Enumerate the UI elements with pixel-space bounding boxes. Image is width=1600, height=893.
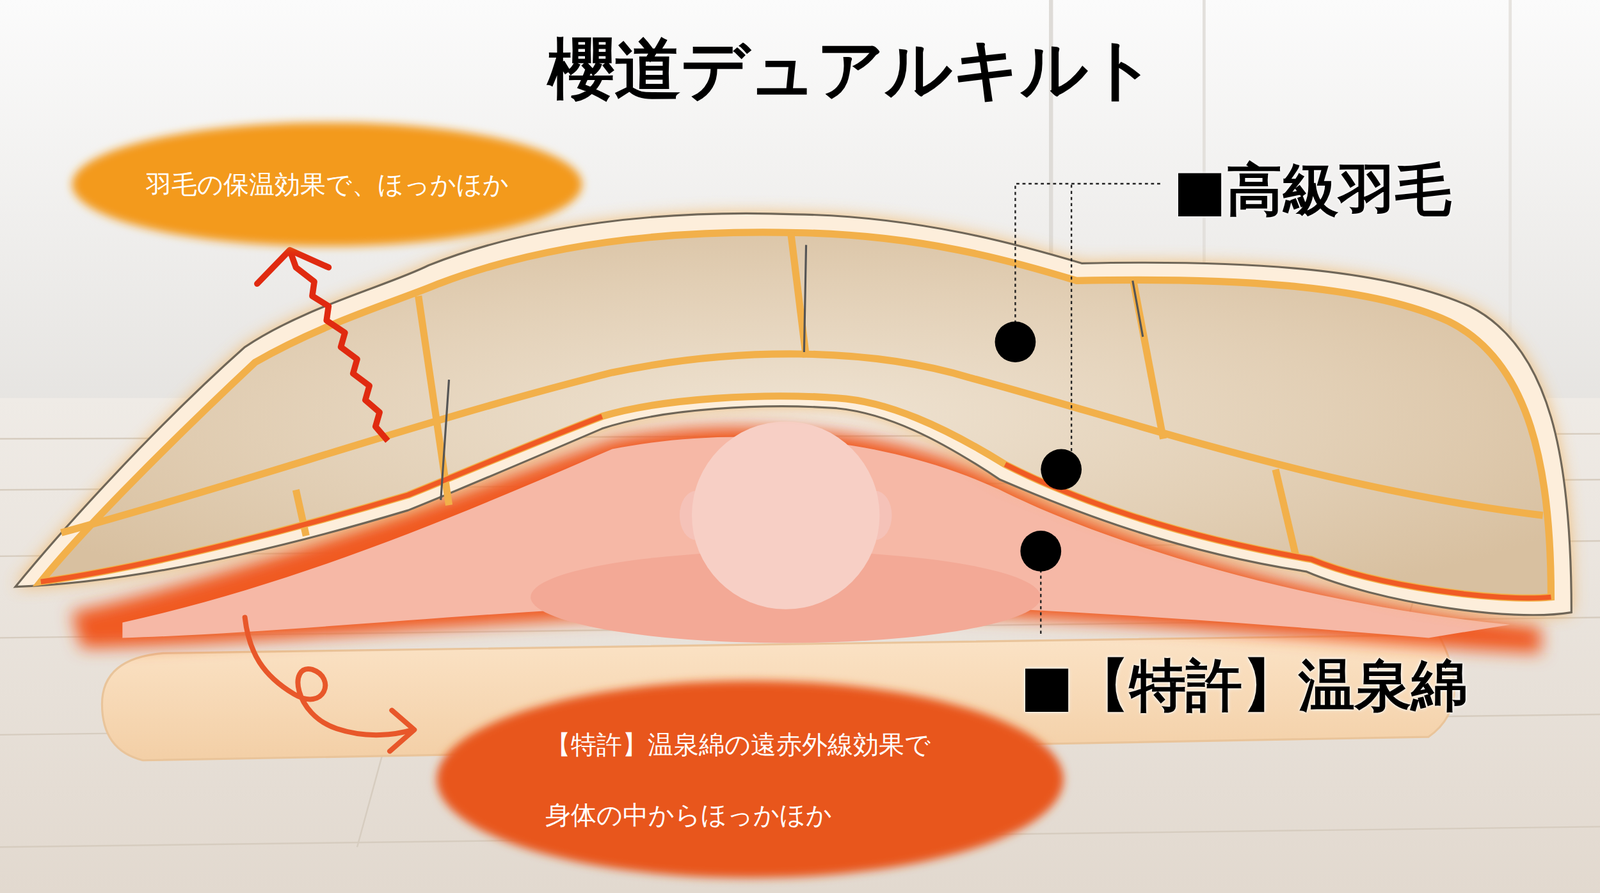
ellipse-shape: [423, 672, 1077, 887]
title: 櫻道デュアルキルト: [547, 25, 1156, 116]
part-label: ■【特許】温泉綿: [1020, 647, 1468, 724]
callout-ellipse: 【特許】温泉綿の遠赤外線効果で 身体の中からほっかほか: [423, 672, 1077, 887]
part-label: ■高級羽毛: [1173, 152, 1452, 229]
callout-text: 【特許】温泉綿の遠赤外線効果で 身体の中からほっかほか: [545, 709, 955, 850]
callout-text: 羽毛の保温効果で、ほっかほか: [145, 149, 509, 220]
callout-ellipse: 羽毛の保温効果で、ほっかほか: [61, 117, 593, 252]
